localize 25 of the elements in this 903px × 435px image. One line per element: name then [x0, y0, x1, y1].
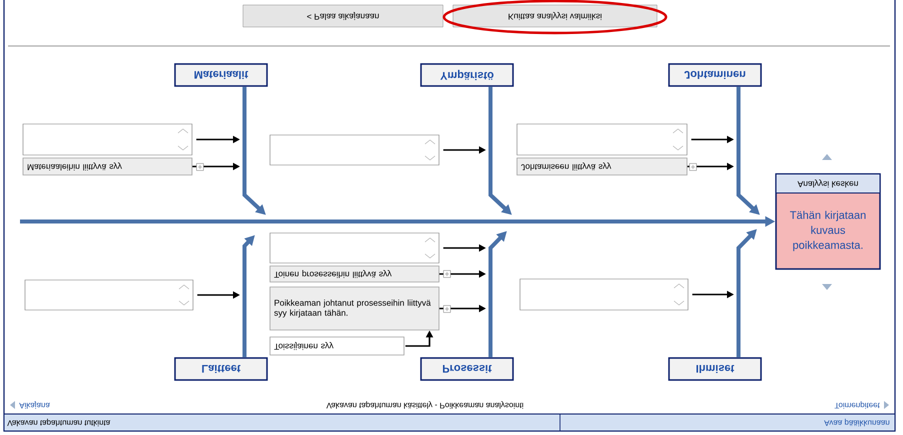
category-box: Ympäristö: [420, 63, 514, 87]
category-box: Prosessit: [420, 357, 514, 381]
cause-field: Materiaaleihin liittyvä syy: [22, 158, 192, 176]
text-area: [24, 280, 194, 310]
category-box: Ihmiset: [668, 357, 762, 381]
problem-box: Analyysi kesken Tähän kirjataan kuvaus poikkeamasta.: [775, 173, 881, 270]
link: Aikajana: [19, 401, 50, 409]
text-area: [22, 124, 192, 156]
cause-field: Toissijainen syy: [270, 336, 404, 356]
text-area: [520, 278, 688, 310]
cause-field: Toinen prosesseihin liittyvä syy: [270, 266, 440, 282]
cause-field: Johtamiseen liittyvä syy: [516, 158, 688, 176]
category-box: Materiaalit: [174, 63, 268, 87]
page-title: Vakavan tapahtuman käsittely - Poikkeaman analysointi: [326, 401, 524, 409]
cause-field: Poikkeaman johtanut prosesseihin liittyvä syy kirjataan tähän.: [270, 286, 440, 330]
link: Avaa pääikkunaan: [824, 418, 890, 426]
footer-text: Vakavan tapahtuman tutkinta: [7, 418, 110, 426]
link: Toimenpiteet: [834, 401, 880, 409]
text-area: [516, 124, 688, 156]
button: < Palaa aikajanaan: [242, 4, 444, 28]
category-box: Laitteet: [174, 357, 268, 381]
button: Kuittaa analyysi valmiiksi: [452, 4, 658, 28]
category-box: Johtaminen: [668, 63, 762, 87]
text-area: [270, 232, 440, 264]
text-area: [270, 134, 440, 166]
